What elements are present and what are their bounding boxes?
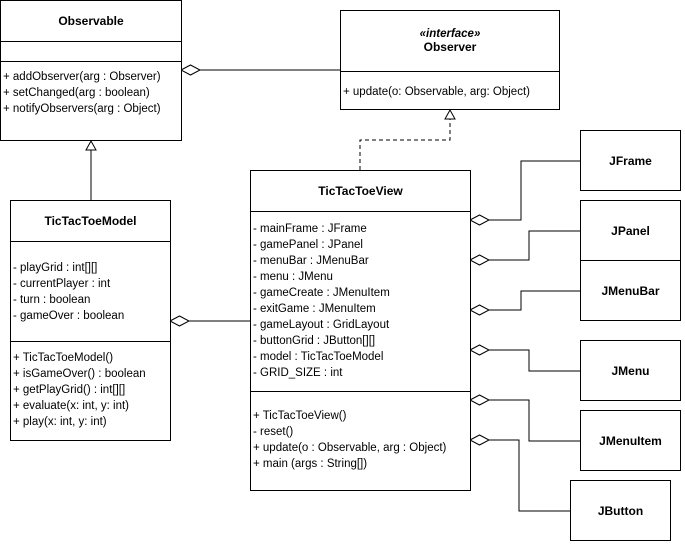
edge-view-jpanel: [489, 230, 580, 261]
class-tictactoe-view[interactable]: TicTacToeView - mainFrame : JFrame - gam…: [250, 170, 471, 491]
method: + play(x: int, y: int): [13, 416, 107, 428]
aggregation-diamond: [468, 304, 491, 316]
stereotype-label: «interface»: [419, 28, 481, 40]
realization-triangle: [444, 108, 456, 120]
aggregation-diamond: [179, 64, 202, 76]
edge-view-jmenubar: [489, 290, 580, 311]
attribute: - buttonGrid : JButton[][]: [253, 335, 376, 347]
class-name-text: JMenu: [611, 363, 650, 378]
edge-view-observer: [359, 119, 451, 170]
method-compartment: + update(o: Observable, arg: Object): [341, 71, 559, 109]
class-jframe[interactable]: JFrame: [580, 130, 681, 191]
method: + notifyObservers(arg : Object): [3, 103, 161, 115]
method: + getPlayGrid() : int[][]: [13, 384, 126, 396]
attribute: - exitGame : JMenuItem: [253, 303, 376, 315]
method-compartment: + addObserver(arg : Observer) + setChang…: [1, 61, 181, 140]
class-name: TicTacToeModel: [11, 201, 170, 241]
interface-name: «interface» Observer: [341, 11, 559, 71]
class-tictactoe-model[interactable]: TicTacToeModel - playGrid : int[][] - cu…: [10, 200, 171, 441]
class-jmenubar[interactable]: JMenuBar: [580, 260, 681, 321]
method: + isGameOver() : boolean: [13, 368, 146, 380]
aggregation-diamond: [468, 394, 491, 406]
attribute: - model : TicTacToeModel: [253, 351, 384, 363]
attribute: - mainFrame : JFrame: [253, 223, 367, 235]
attribute: - playGrid : int[][]: [13, 262, 98, 274]
method: - reset(): [253, 426, 294, 438]
edge-view-jframe: [489, 160, 580, 221]
class-jmenu[interactable]: JMenu: [580, 340, 681, 401]
class-name: Observable: [1, 1, 181, 41]
aggregation-diamond: [468, 214, 491, 226]
method: + TicTacToeView(): [253, 410, 347, 422]
method: + evaluate(x: int, y: int): [13, 400, 130, 412]
method: + addObserver(arg : Observer): [3, 71, 161, 83]
class-name-text: JButton: [597, 503, 644, 518]
method: + TicTacToeModel(): [13, 352, 114, 364]
class-name-text: TicTacToeView: [318, 184, 403, 198]
class-name-text: TicTacToeModel: [44, 214, 137, 228]
attribute: - gameOver : boolean: [13, 310, 125, 322]
method: + update(o : Observable, arg : Object): [253, 442, 447, 454]
generalization-triangle: [85, 139, 97, 151]
class-jpanel[interactable]: JPanel: [580, 200, 681, 261]
attribute: - gamePanel : JPanel: [253, 239, 363, 251]
attribute: - menu : JMenu: [253, 271, 333, 283]
method: + setChanged(arg : boolean): [3, 87, 150, 99]
aggregation-diamond: [168, 315, 191, 327]
attribute: - currentPlayer : int: [13, 278, 111, 290]
method: + update(o: Observable, arg: Object): [343, 86, 530, 98]
class-observable[interactable]: Observable + addObserver(arg : Observer)…: [0, 0, 182, 141]
edge-view-jmenuitem: [489, 399, 580, 442]
class-jmenuitem[interactable]: JMenuItem: [580, 410, 681, 471]
class-name-text: JFrame: [609, 153, 652, 168]
method-compartment: + TicTacToeView() - reset() + update(o :…: [251, 391, 470, 490]
method: + main (args : String[]): [253, 458, 368, 470]
class-name-text: Observable: [58, 14, 124, 28]
attribute-compartment: - mainFrame : JFrame - gamePanel : JPane…: [251, 211, 470, 391]
aggregation-diamond: [468, 254, 491, 266]
interface-observer[interactable]: «interface» Observer + update(o: Observa…: [340, 10, 560, 110]
class-jbutton[interactable]: JButton: [570, 480, 671, 541]
method-compartment: + TicTacToeModel() + isGameOver() : bool…: [11, 341, 170, 440]
edge-view-jmenu: [489, 349, 580, 372]
class-name-text: JMenuBar: [601, 283, 660, 298]
attribute: - turn : boolean: [13, 294, 91, 306]
attribute: - gameCreate : JMenuItem: [253, 287, 390, 299]
attribute-compartment: - playGrid : int[][] - currentPlayer : i…: [11, 241, 170, 341]
class-name-text: Observer: [423, 40, 477, 54]
attribute: - menuBar : JMenuBar: [253, 255, 369, 267]
aggregation-diamond: [468, 344, 491, 356]
class-name-text: JPanel: [611, 223, 650, 238]
edge-view-jbutton: [489, 439, 570, 512]
class-name-text: JMenuItem: [599, 433, 662, 448]
attribute-compartment: [1, 41, 181, 61]
aggregation-diamond: [468, 434, 491, 446]
attribute: - GRID_SIZE : int: [253, 367, 343, 379]
class-name: TicTacToeView: [251, 171, 470, 211]
attribute: - gameLayout : GridLayout: [253, 319, 390, 331]
